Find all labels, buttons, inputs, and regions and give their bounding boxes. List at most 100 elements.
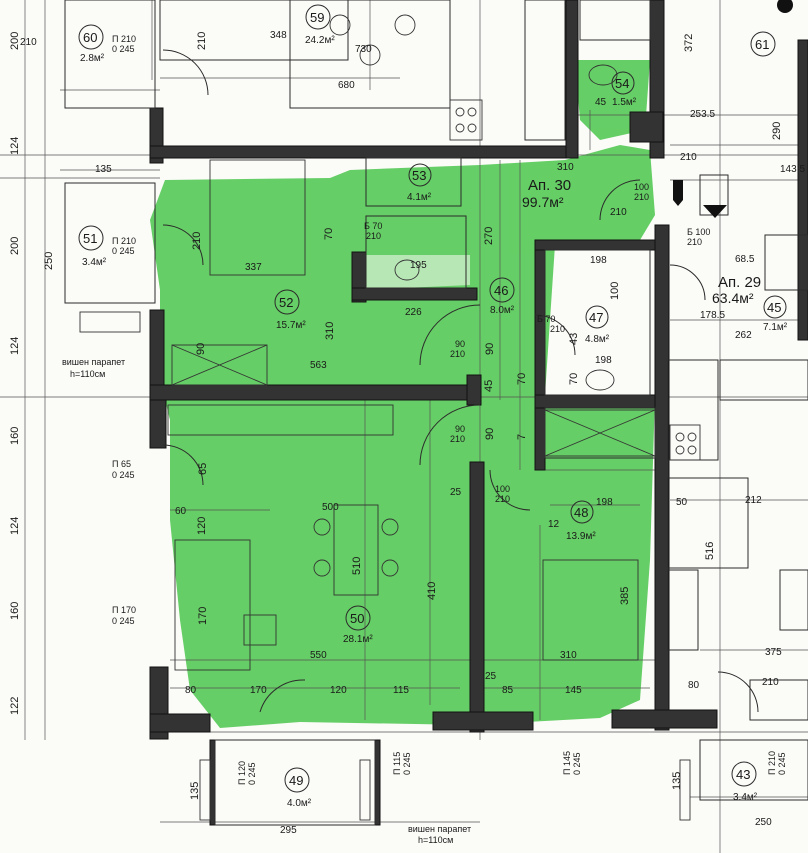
door-tag: П 120: [237, 761, 247, 785]
door-tag: 0 245: [112, 470, 135, 480]
room-48-number: 48: [574, 505, 588, 520]
room-52-area: 15.7м²: [276, 320, 306, 331]
dim-label: 43: [568, 333, 580, 345]
dim-label: 210: [680, 152, 697, 163]
parapet-height-left: h=110см: [70, 369, 105, 379]
apartment-30-area: 99.7м²: [522, 194, 564, 210]
apartment-29-title: Ап. 29: [718, 274, 761, 291]
dim-label: 90: [195, 343, 207, 355]
dim-label: 135: [671, 772, 683, 790]
dim-label: 135: [95, 164, 112, 175]
door-tag: 210: [366, 231, 381, 241]
room-43-area: 3.4м²: [733, 792, 758, 803]
dim-label: 45: [595, 97, 607, 108]
dim-label: 7: [516, 434, 528, 440]
dim-label: 70: [516, 373, 528, 385]
door-tag: Б 100: [687, 227, 710, 237]
dim-label: 80: [185, 685, 197, 696]
dim-label: 516: [704, 542, 716, 560]
dim-label: 210: [762, 677, 779, 688]
dim-label: 253.5: [690, 109, 715, 120]
parapet-height-bottom: h=110см: [418, 835, 453, 845]
dim-label: 122: [9, 697, 21, 715]
room-53-number: 53: [412, 168, 426, 183]
dim-label: 25: [485, 671, 497, 682]
door-tag: П 115: [392, 752, 402, 775]
door-tag: 210: [450, 349, 465, 359]
dim-label: 178.5: [700, 310, 725, 321]
dim-label: 550: [310, 650, 327, 661]
dim-label: 170: [197, 607, 209, 625]
dim-label: 210: [610, 207, 627, 218]
door-tag: П 170: [112, 605, 136, 615]
dim-label: 310: [560, 650, 577, 661]
room-49-number: 49: [289, 773, 303, 788]
room-50-area: 28.1м²: [343, 634, 373, 645]
door-tag: 210: [550, 324, 565, 334]
dim-label: 12: [548, 519, 560, 530]
entrance-arrow-icon: [703, 205, 727, 218]
room-53-area: 4.1м²: [407, 192, 432, 203]
door-tag: П 210: [112, 34, 136, 44]
door-tag: 0 245: [112, 616, 135, 626]
apartment-30-title: Ап. 30: [528, 177, 571, 194]
dim-label: 210: [191, 232, 203, 250]
room-51-number: 51: [83, 231, 97, 246]
walls: [149, 0, 808, 826]
dim-label: 120: [330, 685, 347, 696]
dim-label: 70: [568, 373, 580, 385]
dim-label: 212: [745, 495, 762, 506]
room-50-number: 50: [350, 611, 364, 626]
room-47-area: 4.8м²: [585, 334, 610, 345]
dim-label: 250: [43, 252, 55, 270]
door-tag: 0 245: [247, 762, 257, 785]
dim-label: 124: [9, 517, 21, 535]
furniture: [79, 14, 701, 821]
room-60-number: 60: [83, 30, 97, 45]
room-labels: 60 2.8м² 59 24.2м² 61 54 1.5м² 53 4.1м² …: [78, 4, 788, 809]
room-59-number: 59: [310, 10, 324, 25]
dim-label: 170: [250, 685, 267, 696]
dim-label: 348: [270, 30, 287, 41]
dim-label: 310: [557, 162, 574, 173]
dim-label: 200: [9, 237, 21, 255]
dim-label: 730: [355, 44, 372, 55]
room-59-area: 24.2м²: [305, 35, 335, 46]
dim-label: 135: [189, 782, 201, 800]
room-43-number: 43: [736, 767, 750, 782]
door-tag: 0 245: [402, 752, 412, 775]
dim-label: 85: [502, 685, 514, 696]
door-tag: 100: [495, 484, 510, 494]
dim-label: 250: [755, 817, 772, 828]
dim-label: 198: [590, 255, 607, 266]
dim-label: 160: [9, 602, 21, 620]
door-tag: 90: [455, 339, 465, 349]
dim-label: 80: [688, 680, 700, 691]
dim-label: 680: [338, 80, 355, 91]
door-tag: 90: [455, 424, 465, 434]
room-46-area: 8.0м²: [490, 305, 515, 316]
dim-label: 60: [175, 506, 187, 517]
door-tag: 0 245: [112, 44, 135, 54]
door-tag: 210: [687, 237, 702, 247]
dim-label: 124: [9, 137, 21, 155]
room-61-number: 61: [755, 37, 769, 52]
vertical-dimension-labels: 200 124 200 124 160 124 160 122 250 372 …: [9, 32, 783, 800]
unmarked-areas: [360, 255, 470, 290]
dimension-labels: 210 348 730 680 253.5 143.5 68.5 178.5 2…: [20, 30, 805, 836]
dim-label: 270: [483, 227, 495, 245]
door-tag: П 65: [112, 459, 131, 469]
apartment-29-area: 63.4м²: [712, 290, 754, 306]
room-54-area: 1.5м²: [612, 97, 637, 108]
dim-label: 124: [9, 337, 21, 355]
door-tag: 210: [450, 434, 465, 444]
dim-label: 198: [595, 355, 612, 366]
door-tag: Б 70: [537, 314, 555, 324]
door-tag: 0 245: [572, 752, 582, 775]
dim-label: 195: [410, 260, 427, 271]
dim-label: 226: [405, 307, 422, 318]
dim-label: 372: [683, 34, 695, 52]
dim-label: 25: [450, 487, 462, 498]
dim-label: 50: [676, 497, 688, 508]
dim-label: 510: [351, 557, 363, 575]
